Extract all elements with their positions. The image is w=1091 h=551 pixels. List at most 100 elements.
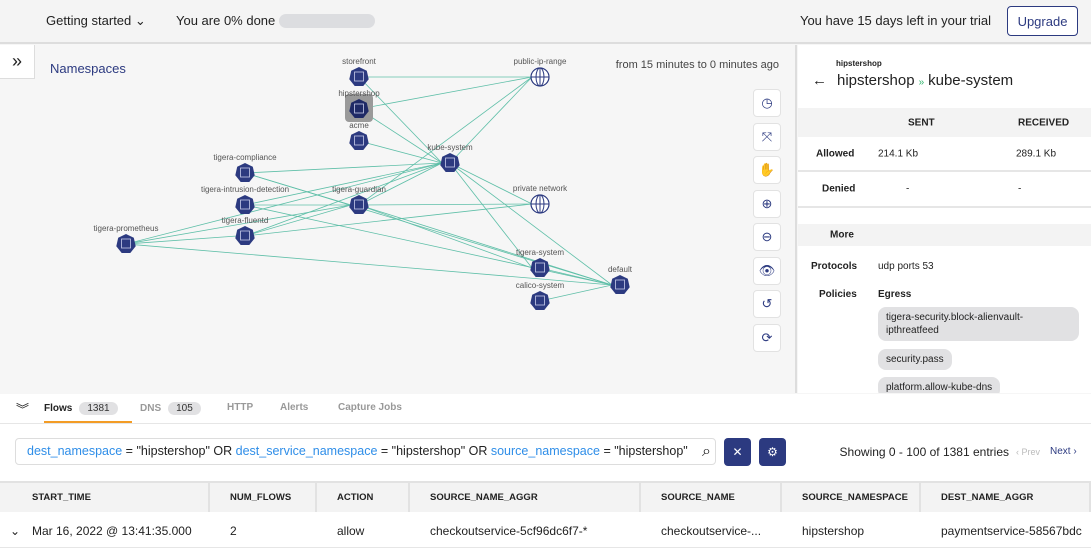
policy-pill[interactable]: security.pass [878,349,952,370]
policy-pill[interactable]: tigera-security.block-alienvault-ipthrea… [878,307,1079,341]
graph-node[interactable]: storefront [342,57,377,86]
tab-http[interactable]: HTTP [227,402,254,413]
prev-label: Prev [1021,447,1041,457]
refresh-button[interactable]: ⟳ [753,323,781,352]
edge[interactable] [244,204,352,237]
clock-icon: ◷ [761,95,773,110]
policy-pill[interactable]: platform.allow-kube-dns [878,377,1001,393]
edge[interactable] [449,162,533,205]
graph-node[interactable]: private network [513,184,568,214]
getting-started-dropdown[interactable]: Getting started ⌄ [46,13,146,29]
column-header[interactable]: ACTION [317,481,410,512]
graph-node[interactable]: tigera-intrusion-detection [201,185,289,214]
column-header[interactable]: NUM_FLOWS [210,481,317,512]
node-label: private network [513,184,568,193]
namespace-icon [235,195,255,214]
graph-toolbar: ◷ ⤧ ✋ ⊕ ⊖ 👁 ↺ ⟳ [753,89,781,357]
zoom-out-button[interactable]: ⊖ [753,223,781,251]
time-range[interactable]: from 15 minutes to 0 minutes ago [615,59,779,71]
edge[interactable] [449,162,533,269]
more-label: More [830,229,854,241]
table-cell: 2 [210,514,317,548]
entries-count: Showing 0 - 100 of 1381 entries [839,445,1009,459]
upgrade-button[interactable]: Upgrade [1007,6,1078,36]
edge[interactable] [125,162,443,245]
edge[interactable] [358,204,613,286]
fit-screen-button[interactable]: ⤧ [753,122,781,151]
tab-capture-jobs[interactable]: Capture Jobs [338,402,402,413]
edge[interactable] [244,162,443,206]
edge[interactable] [244,203,533,237]
graph-node[interactable]: kube-system [427,143,473,172]
edge[interactable] [358,204,533,269]
edge[interactable] [539,267,613,286]
edge[interactable] [449,76,533,164]
namespace-icon [610,275,630,294]
eye-icon: 👁 [758,262,776,278]
collapse-chevron-icon[interactable]: ︾ [16,402,30,417]
graph-node[interactable]: tigera-compliance [213,153,277,182]
zoom-out-icon: ⊖ [761,229,773,244]
clock-button[interactable]: ◷ [753,89,781,117]
expand-sidebar-button[interactable]: » [0,45,35,79]
query-text: = "hipstershop" OR [377,444,491,458]
graph-node[interactable]: tigera-prometheus [94,224,159,253]
edge[interactable] [539,284,613,302]
column-header[interactable]: SOURCE_NAME_AGGR [410,481,641,512]
edge[interactable] [125,235,238,245]
search-icon[interactable]: ⌕ [702,443,711,460]
column-header[interactable]: START_TIME [0,481,210,512]
edge[interactable] [358,162,443,206]
edge[interactable] [358,76,533,110]
progress-bar [279,14,375,28]
more-section: More [798,224,1091,246]
undo-button[interactable]: ↺ [753,290,781,318]
namespace-icon [349,195,369,214]
progress-text: You are 0% done [176,13,276,28]
namespace-icon [349,67,369,86]
graph-node[interactable]: hipstershop [338,89,380,122]
edge[interactable] [125,204,352,245]
zoom-in-button[interactable]: ⊕ [753,189,781,218]
eye-button[interactable]: 👁 [753,256,781,285]
sent-value: - [906,183,910,195]
edge[interactable] [244,162,443,237]
edge[interactable] [244,204,613,286]
graph-node[interactable]: tigera-guardian [332,185,386,214]
tab-alerts[interactable]: Alerts [280,402,309,413]
edge[interactable] [358,203,533,206]
edge[interactable] [358,76,443,164]
panel-subtitle: hipstershop [836,59,882,68]
edge[interactable] [449,162,613,286]
graph-node[interactable]: tigera-fluentd [222,216,269,245]
graph-node[interactable]: default [608,265,633,294]
column-header[interactable]: DEST_NAME_AGGR [921,481,1091,512]
prev-button[interactable]: ‹ Prev [1016,447,1041,457]
graph-node[interactable]: tigera-system [516,248,564,277]
user-settings-button[interactable]: ⚙ [759,438,786,466]
edge[interactable] [244,162,443,174]
egress-label: Egress [878,289,912,300]
clear-query-button[interactable]: ✕ [724,438,751,466]
edge[interactable] [125,243,613,286]
hand-button[interactable]: ✋ [753,156,781,184]
row-label: Denied [822,183,856,195]
top-bar: Getting started ⌄ You are 0% done You ha… [0,0,1091,44]
column-header[interactable]: SOURCE_NAME [641,481,782,512]
column-header[interactable]: SOURCE_NAMESPACE [782,481,921,512]
graph-node[interactable]: acme [349,121,369,150]
next-button[interactable]: Next › [1050,446,1077,457]
received-value: 289.1 Kb [1016,148,1057,159]
back-arrow-icon[interactable]: ← [812,72,827,89]
graph-node[interactable]: calico-system [516,281,565,310]
edge[interactable] [358,140,443,164]
graph-node[interactable]: public-ip-range [514,57,567,87]
query-input[interactable]: dest_namespace = "hipstershop" OR dest_s… [15,438,716,465]
edge[interactable] [358,76,533,206]
